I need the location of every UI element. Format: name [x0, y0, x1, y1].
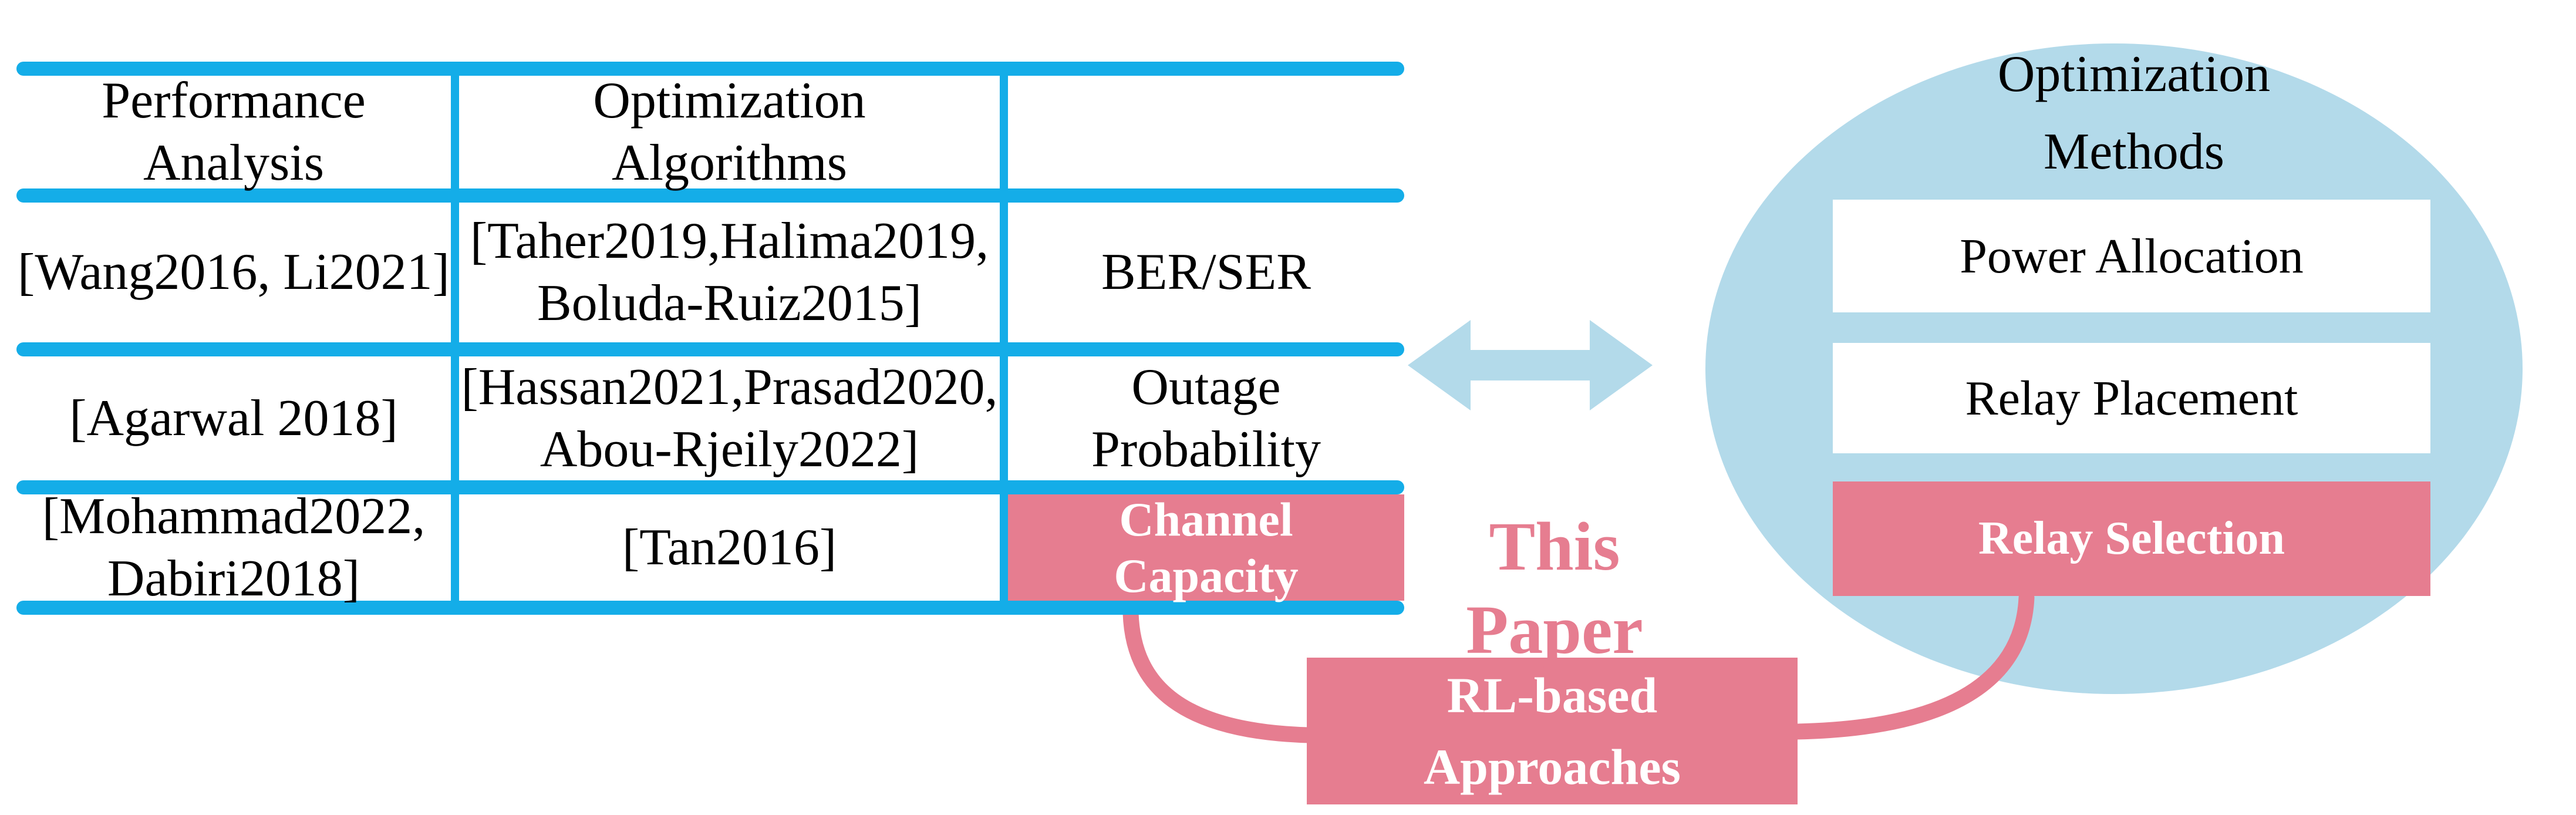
header-cell-optimization-algorithms: Optimization Algorithms [593, 72, 866, 191]
table-hline-row2 [16, 480, 1404, 494]
table-vline-1 [451, 69, 459, 615]
double-arrow-icon [1408, 320, 1653, 410]
method-item-relay-selection: Relay Selection [1833, 481, 2430, 596]
method-item-power-allocation: Power Allocation [1833, 200, 2430, 312]
cell-row1-algorithms: [Taher2019,Halima2019, Boluda-Ruiz2015] [470, 213, 989, 332]
cell-row3-algorithms: [Tan2016] [622, 518, 837, 576]
table-vline-2 [1000, 69, 1008, 615]
header-cell-metric [1008, 76, 1404, 188]
rl-based-approaches-box: RL-based Approaches [1307, 658, 1798, 804]
cell-row2-metric: Outage Probability [1091, 358, 1321, 478]
table-hline-top [16, 62, 1404, 76]
cell-row3-performance: [Mohammad2022, Dabiri2018] [42, 487, 426, 607]
this-paper-label: This Paper [1466, 508, 1643, 668]
channel-capacity-highlight-cell: Channel Capacity [1008, 493, 1404, 602]
method-item-relay-placement: Relay Placement [1833, 343, 2430, 453]
connector-curve-left [1122, 605, 1317, 743]
cell-row2-performance: [Agarwal 2018] [69, 389, 398, 447]
table-hline-header [16, 188, 1404, 203]
cell-row1-performance: [Wang2016, Li2021] [18, 244, 450, 301]
table-hline-row1 [16, 342, 1404, 356]
ellipse-title: Optimization Methods [1997, 45, 2271, 180]
header-cell-performance-analysis: Performance Analysis [102, 72, 366, 191]
cell-row1-metric: BER/SER [1101, 244, 1311, 301]
cell-row2-algorithms: [Hassan2021,Prasad2020, Abou-Rjeily2022] [461, 358, 998, 478]
